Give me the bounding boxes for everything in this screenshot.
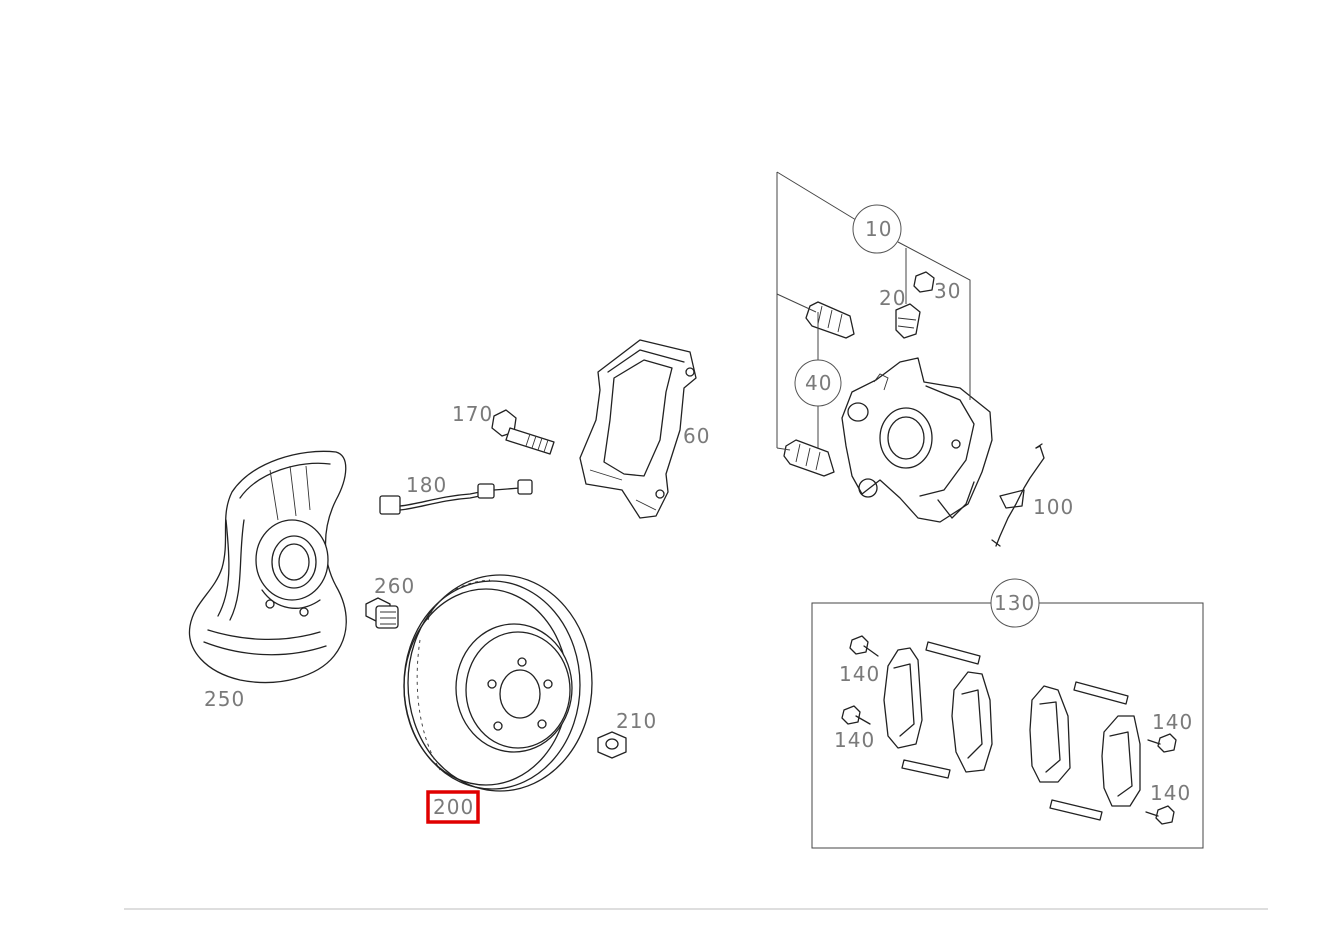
part-label-140-b[interactable]: 140 bbox=[834, 728, 875, 752]
wear-sensor-180[interactable] bbox=[379, 479, 533, 515]
brake-pad-kit-130[interactable] bbox=[811, 602, 1204, 849]
part-label-140-c[interactable]: 140 bbox=[1152, 710, 1193, 734]
callout-circle-130 bbox=[990, 578, 1040, 628]
part-label-100[interactable]: 100 bbox=[1033, 495, 1074, 519]
part-label-200[interactable]: 200 bbox=[433, 795, 474, 819]
part-label-140-d[interactable]: 140 bbox=[1150, 781, 1191, 805]
part-label-210[interactable]: 210 bbox=[616, 709, 657, 733]
part-label-20[interactable]: 20 bbox=[879, 286, 906, 310]
part-label-130[interactable]: 130 bbox=[994, 591, 1035, 615]
nut-210[interactable] bbox=[597, 731, 627, 759]
brake-disc-200[interactable] bbox=[403, 574, 593, 792]
part-label-10[interactable]: 10 bbox=[865, 217, 892, 241]
spring-clip-100[interactable] bbox=[991, 443, 1045, 547]
bolt-260[interactable] bbox=[365, 597, 399, 629]
dust-cap-30[interactable] bbox=[913, 271, 935, 293]
part-label-170[interactable]: 170 bbox=[452, 402, 493, 426]
callout-circle-10 bbox=[852, 204, 902, 254]
dust-shield-250[interactable] bbox=[188, 450, 347, 684]
bolt-170[interactable] bbox=[491, 409, 555, 455]
part-label-180[interactable]: 180 bbox=[406, 473, 447, 497]
part-label-250[interactable]: 250 bbox=[204, 687, 245, 711]
callout-circle-40 bbox=[794, 359, 842, 407]
part-label-40[interactable]: 40 bbox=[805, 371, 832, 395]
brake-caliper-10[interactable] bbox=[841, 357, 993, 523]
callout-10-leaders bbox=[776, 171, 971, 451]
part-label-60[interactable]: 60 bbox=[683, 424, 710, 448]
part-label-30[interactable]: 30 bbox=[934, 279, 961, 303]
selected-part-highlight bbox=[426, 790, 480, 824]
part-label-260[interactable]: 260 bbox=[374, 574, 415, 598]
bleeder-valve-20[interactable] bbox=[895, 303, 921, 339]
guide-pin-40-lower[interactable] bbox=[783, 439, 835, 477]
caliper-bracket-60[interactable] bbox=[579, 339, 697, 519]
part-label-140-a[interactable]: 140 bbox=[839, 662, 880, 686]
guide-pin-40-upper[interactable] bbox=[805, 301, 855, 339]
